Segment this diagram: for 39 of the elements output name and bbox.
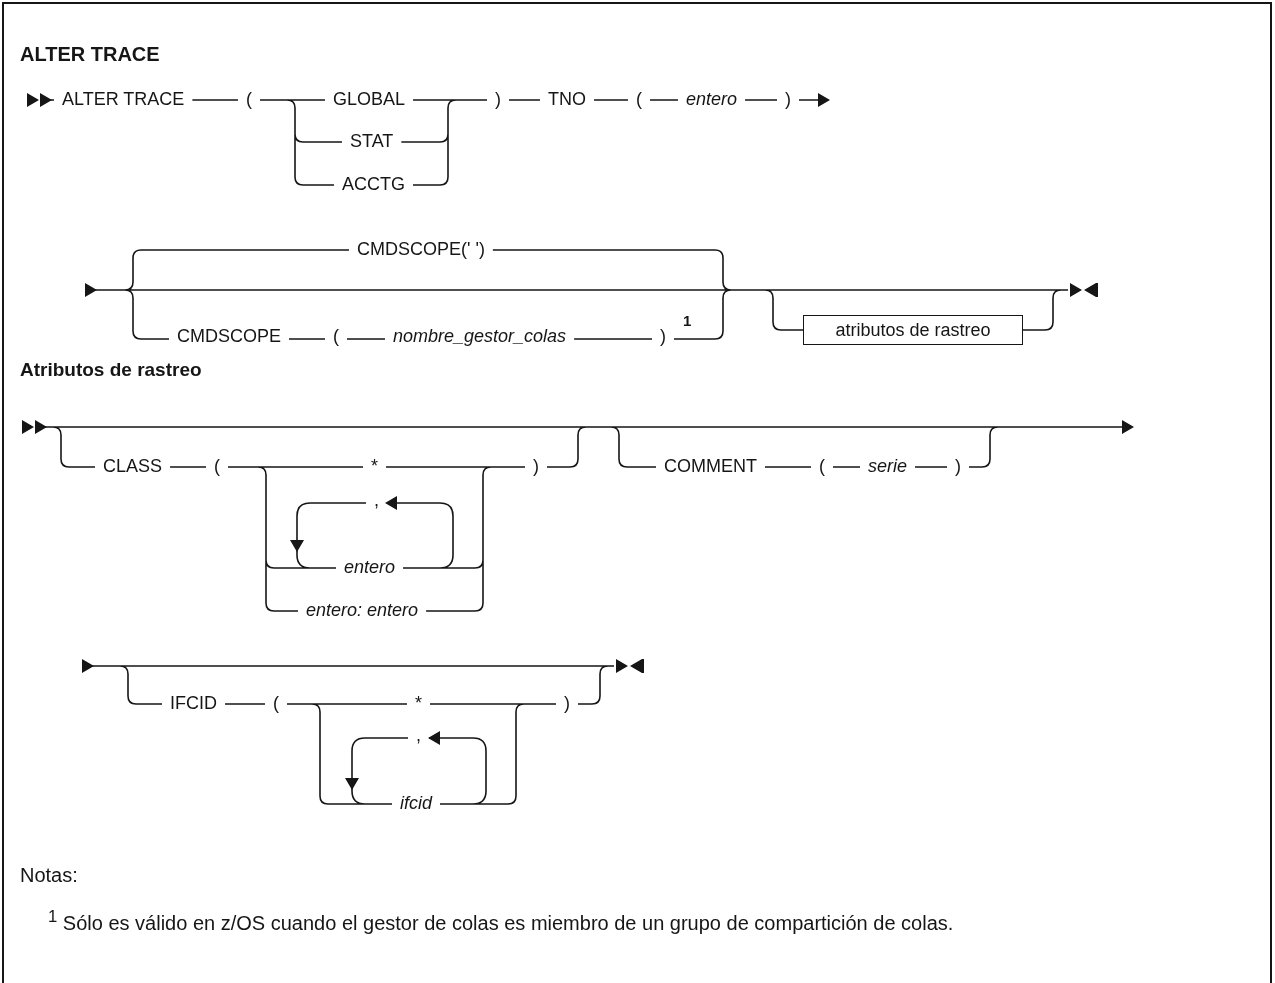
- keyword: CLASS: [103, 456, 163, 478]
- footnote-text: $^{1}$ Sólo es válido en z/OS cuando el gestor de colas es miembro de un grupo de compartición de colas.: [48, 906, 955, 936]
- section-heading: Atributos de rastreo: [20, 358, 202, 382]
- keyword: STAT: [350, 131, 394, 153]
- syntax-fragment-box: [803, 315, 1023, 345]
- keyword: ALTER TRACE: [62, 89, 185, 111]
- parenthesis: ): [533, 456, 539, 478]
- diagram-title: ALTER TRACE: [20, 43, 160, 66]
- parenthesis: (: [273, 693, 279, 715]
- parenthesis: (: [246, 89, 252, 111]
- keyword: GLOBAL: [333, 89, 406, 111]
- asterisk-symbol: *: [371, 456, 378, 478]
- variable: serie: [868, 456, 907, 478]
- keyword: CMDSCOPE: [177, 326, 281, 348]
- footnote-mark: 1: [683, 312, 692, 330]
- variable: nombre_gestor_colas: [393, 326, 567, 348]
- keyword: TNO: [548, 89, 586, 111]
- fragment-name: atributos de rastreo: [835, 319, 991, 341]
- parenthesis: (: [819, 456, 825, 478]
- variable: ifcid: [400, 793, 432, 815]
- separator-comma: ,: [374, 490, 379, 512]
- notes-heading: Notas:: [20, 863, 78, 887]
- parenthesis: (: [214, 456, 220, 478]
- variable: entero: entero: [306, 600, 419, 622]
- parenthesis: ): [785, 89, 791, 111]
- parenthesis: ): [495, 89, 501, 111]
- parenthesis: (: [333, 326, 339, 348]
- keyword: CMDSCOPE(' '): [357, 239, 485, 261]
- asterisk-symbol: *: [415, 693, 422, 715]
- parenthesis: (: [636, 89, 642, 111]
- separator-comma: ,: [416, 725, 421, 747]
- variable: entero: [686, 89, 738, 111]
- parenthesis: ): [564, 693, 570, 715]
- variable: entero: [344, 557, 396, 579]
- keyword: COMMENT: [664, 456, 757, 478]
- keyword: IFCID: [170, 693, 217, 715]
- parenthesis: ): [955, 456, 961, 478]
- parenthesis: ): [660, 326, 666, 348]
- keyword: ACCTG: [342, 174, 405, 196]
